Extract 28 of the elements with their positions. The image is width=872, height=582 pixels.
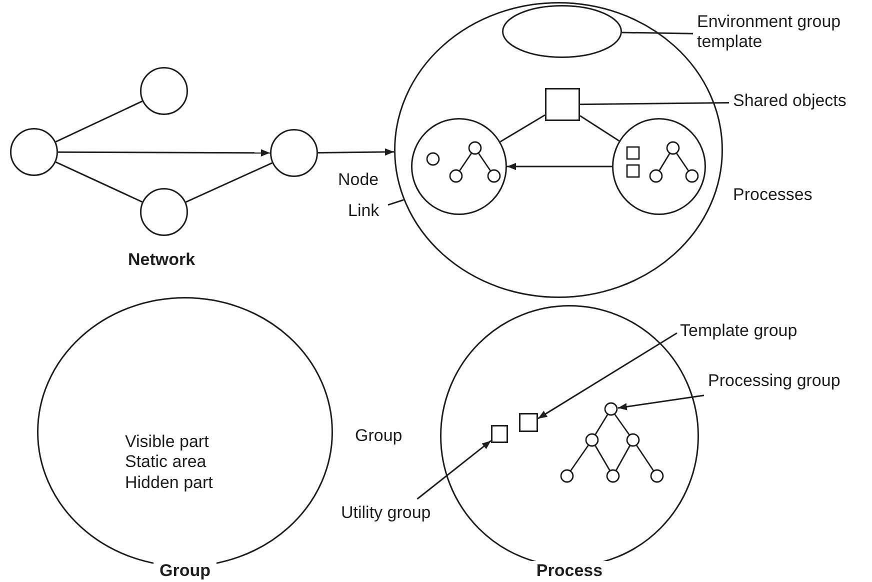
arrow (618, 394, 704, 410)
arrow (538, 332, 678, 420)
connector-line (622, 32, 694, 34)
callout-text: Link (348, 201, 380, 222)
caption-text: Network (128, 250, 196, 270)
caption-text: Group (154, 561, 216, 581)
callout-text: Processing group (708, 371, 842, 392)
label-text: Group (355, 426, 402, 446)
label-text: Processes (733, 185, 812, 205)
arrow (416, 440, 492, 500)
connector-line (388, 199, 404, 206)
callout-text: Environment group template (697, 12, 842, 53)
connector-line (500, 114, 546, 142)
callout-text: Shared objects (733, 91, 848, 112)
arrow (58, 149, 270, 156)
arrow (507, 162, 612, 170)
connector-line (580, 102, 729, 106)
area-text: Static area (125, 452, 208, 473)
connector-line (55, 100, 143, 142)
callout-text: Utility group (341, 503, 432, 524)
connector-line (186, 162, 272, 203)
arrow (318, 148, 394, 156)
area-text: Visible part (125, 432, 210, 452)
callout-text: Template group (680, 321, 798, 342)
label-text: Node (338, 170, 379, 190)
connector-line (580, 115, 620, 142)
connector-line (55, 161, 143, 203)
area-text: Hidden part (125, 472, 214, 494)
